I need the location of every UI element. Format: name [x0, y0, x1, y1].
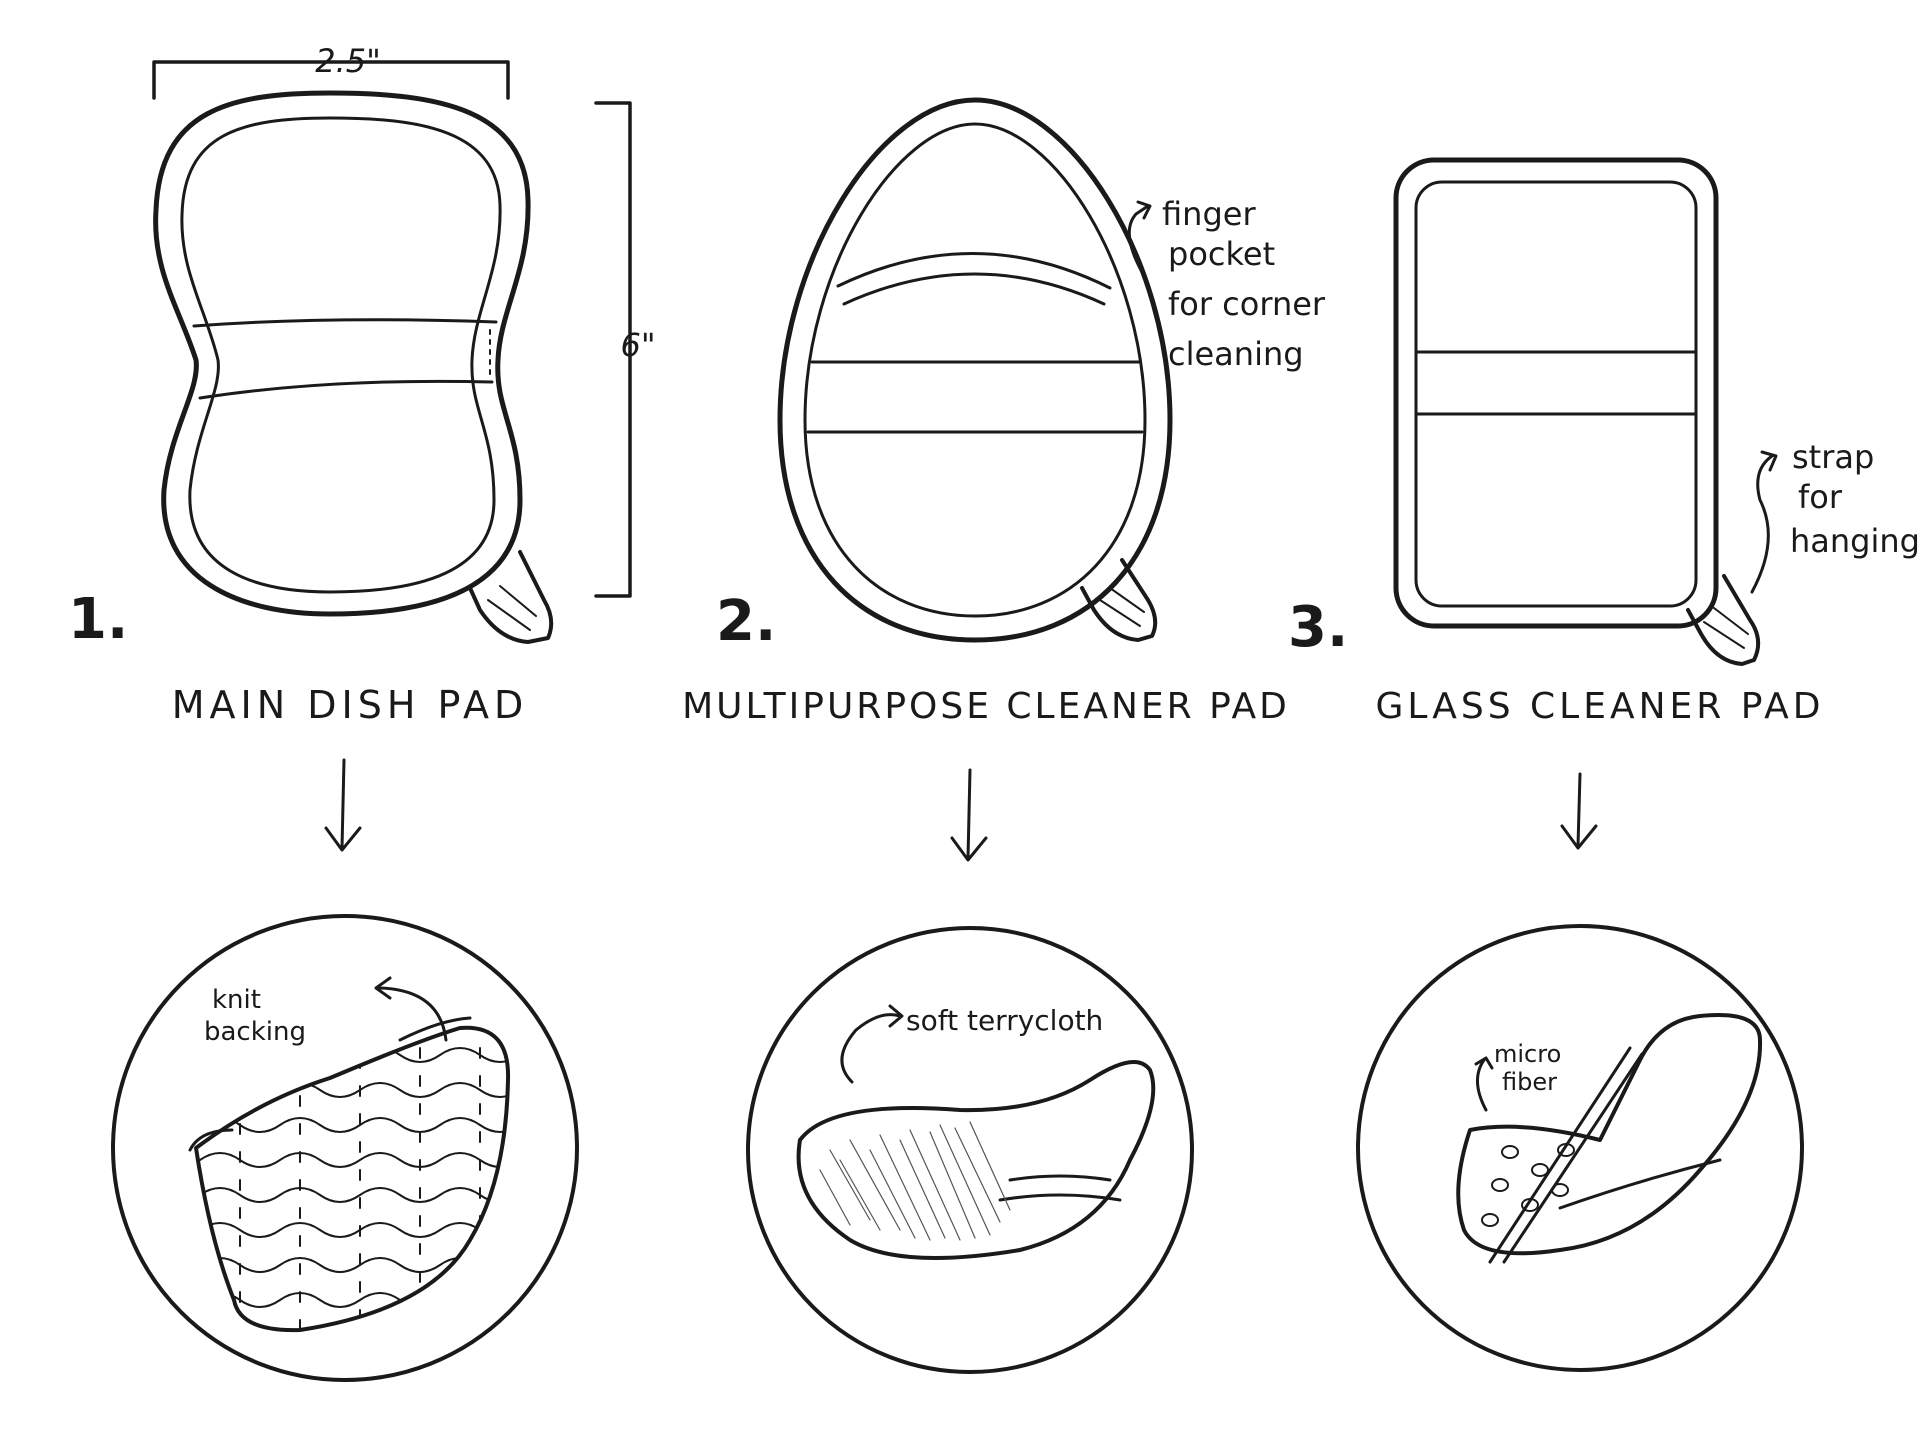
height-label: 6": [620, 326, 655, 364]
pad-1-number: 1.: [68, 587, 128, 652]
pad-2-note-line-3: for corner: [1168, 285, 1326, 323]
pad-3-note: strap for hanging: [1750, 438, 1920, 594]
pad-1-arrow: [324, 758, 362, 852]
terry-texture: [819, 1121, 1011, 1241]
pad-2-note-line-2: pocket: [1168, 235, 1275, 273]
detail-circle-1: knit backing: [111, 914, 579, 1382]
detail-3-label-line-1: micro: [1494, 1040, 1561, 1068]
detail-1-label-line-2: backing: [204, 1017, 306, 1047]
pad-2-arrow: [950, 768, 988, 862]
pad-3-note-line-1: strap: [1792, 438, 1874, 476]
pad-2-note-line-1: finger: [1162, 195, 1256, 233]
detail-circle-3: micro fiber: [1356, 924, 1804, 1372]
pad-2-sketch: [777, 97, 1173, 643]
pad-3-title: GLASS CLEANER PAD: [1375, 686, 1824, 727]
pad-2-number: 2.: [716, 589, 776, 654]
pad-3-arrow: [1560, 772, 1598, 850]
microfiber-dots: [1481, 1143, 1575, 1227]
pad-2-note-line-4: cleaning: [1168, 335, 1304, 373]
pad-1-sketch: [153, 90, 554, 644]
detail-3-label-line-2: fiber: [1502, 1068, 1557, 1096]
pad-3-note-line-2: for: [1798, 478, 1843, 516]
pad-2-note: finger pocket for corner cleaning: [1127, 195, 1326, 373]
pad-3-note-line-3: hanging: [1790, 522, 1920, 560]
detail-circle-2: soft terrycloth: [746, 926, 1194, 1374]
pad-3-sketch: [1393, 157, 1761, 666]
detail-1-label-line-1: knit: [212, 985, 261, 1015]
width-dimension: 2.5": [152, 42, 510, 100]
pad-2-title: MULTIPURPOSE CLEANER PAD: [682, 686, 1290, 727]
width-label: 2.5": [315, 42, 381, 80]
pad-3-number: 3.: [1288, 595, 1348, 660]
height-dimension: 6": [594, 101, 656, 598]
detail-2-label: soft terrycloth: [906, 1004, 1103, 1037]
pad-1-title: MAIN DISH PAD: [172, 683, 528, 727]
knit-texture: [199, 1027, 509, 1331]
